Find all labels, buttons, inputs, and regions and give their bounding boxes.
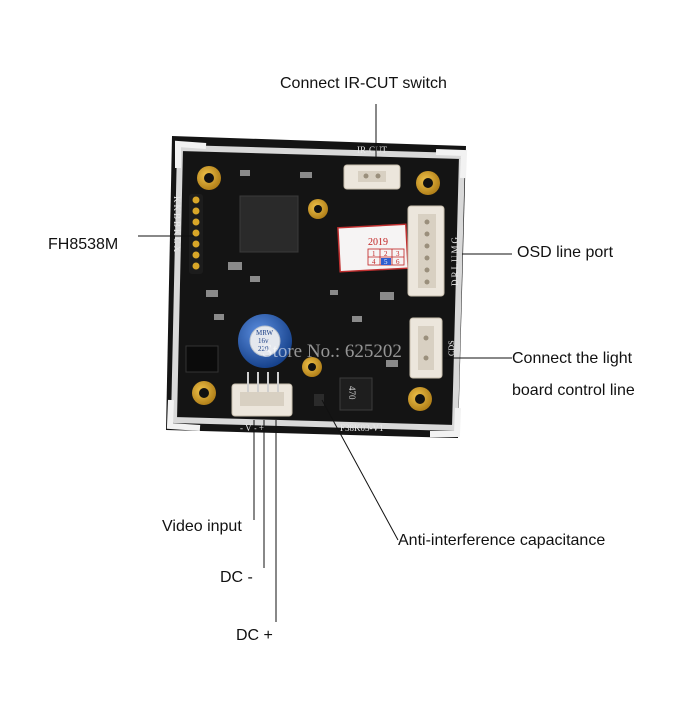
smd-components [206, 170, 398, 406]
sticker-digit-2: 2 [384, 250, 388, 258]
diode-block [185, 345, 219, 373]
ircut-silk: IR-CUT [357, 145, 387, 155]
cap-value: 220 [258, 345, 269, 353]
sticker-digit-5: 5 [384, 258, 388, 266]
store-watermark: Store No.: 625202 [262, 341, 402, 362]
label-dc-minus: DC - [220, 569, 253, 586]
power-pins-silk: - V - + [240, 423, 264, 433]
corner-bracket [166, 399, 201, 431]
corner-bracket [435, 149, 468, 179]
sticker-year: 2019 [368, 237, 388, 248]
label-light-line1: Connect the light [512, 350, 633, 367]
sticker-digit-3: 3 [396, 250, 400, 258]
cap-brand: MRW [256, 329, 274, 337]
corner-bracket [175, 140, 207, 168]
leader-capacitance [321, 399, 399, 541]
label-osd: OSD line port [517, 244, 614, 261]
label-video: Video input [162, 518, 242, 535]
mounting-holes [192, 166, 440, 411]
label-light-line2: board control line [512, 382, 635, 399]
osd-pins-silk: DRLUMG [450, 235, 460, 286]
date-sticker: 2019 1 2 3 4 5 6 [337, 223, 409, 273]
sticker-digit-1: 1 [372, 250, 376, 258]
cds-silk: CDS [447, 340, 456, 356]
electrolytic-capacitor [238, 314, 292, 368]
label-ircut-switch: Connect IR-CUT switch [280, 75, 447, 92]
model-silk: F38K03-V1 [340, 423, 384, 433]
osd-connector [407, 205, 445, 297]
leader-lines [138, 104, 512, 622]
sticker-grid [367, 248, 405, 266]
cds-connector [409, 317, 443, 379]
fh8538m-chip [239, 195, 299, 253]
sticker-digit-4: 4 [372, 258, 376, 266]
ircut-connector [343, 164, 401, 190]
left-pins-silk: KKBBKCX [172, 196, 182, 254]
power-video-connector [231, 372, 293, 417]
sticker-digit-6: 6 [396, 258, 400, 266]
cap-voltage: 16v [258, 337, 269, 345]
label-dc-plus: DC + [236, 627, 273, 644]
inductor-silk: 470 [347, 386, 357, 400]
label-capacitance: Anti-interference capacitance [398, 532, 606, 549]
left-pin-header [189, 194, 203, 274]
inductor [339, 377, 373, 411]
label-chip: FH8538M [48, 236, 119, 253]
corner-bracket [430, 407, 461, 437]
